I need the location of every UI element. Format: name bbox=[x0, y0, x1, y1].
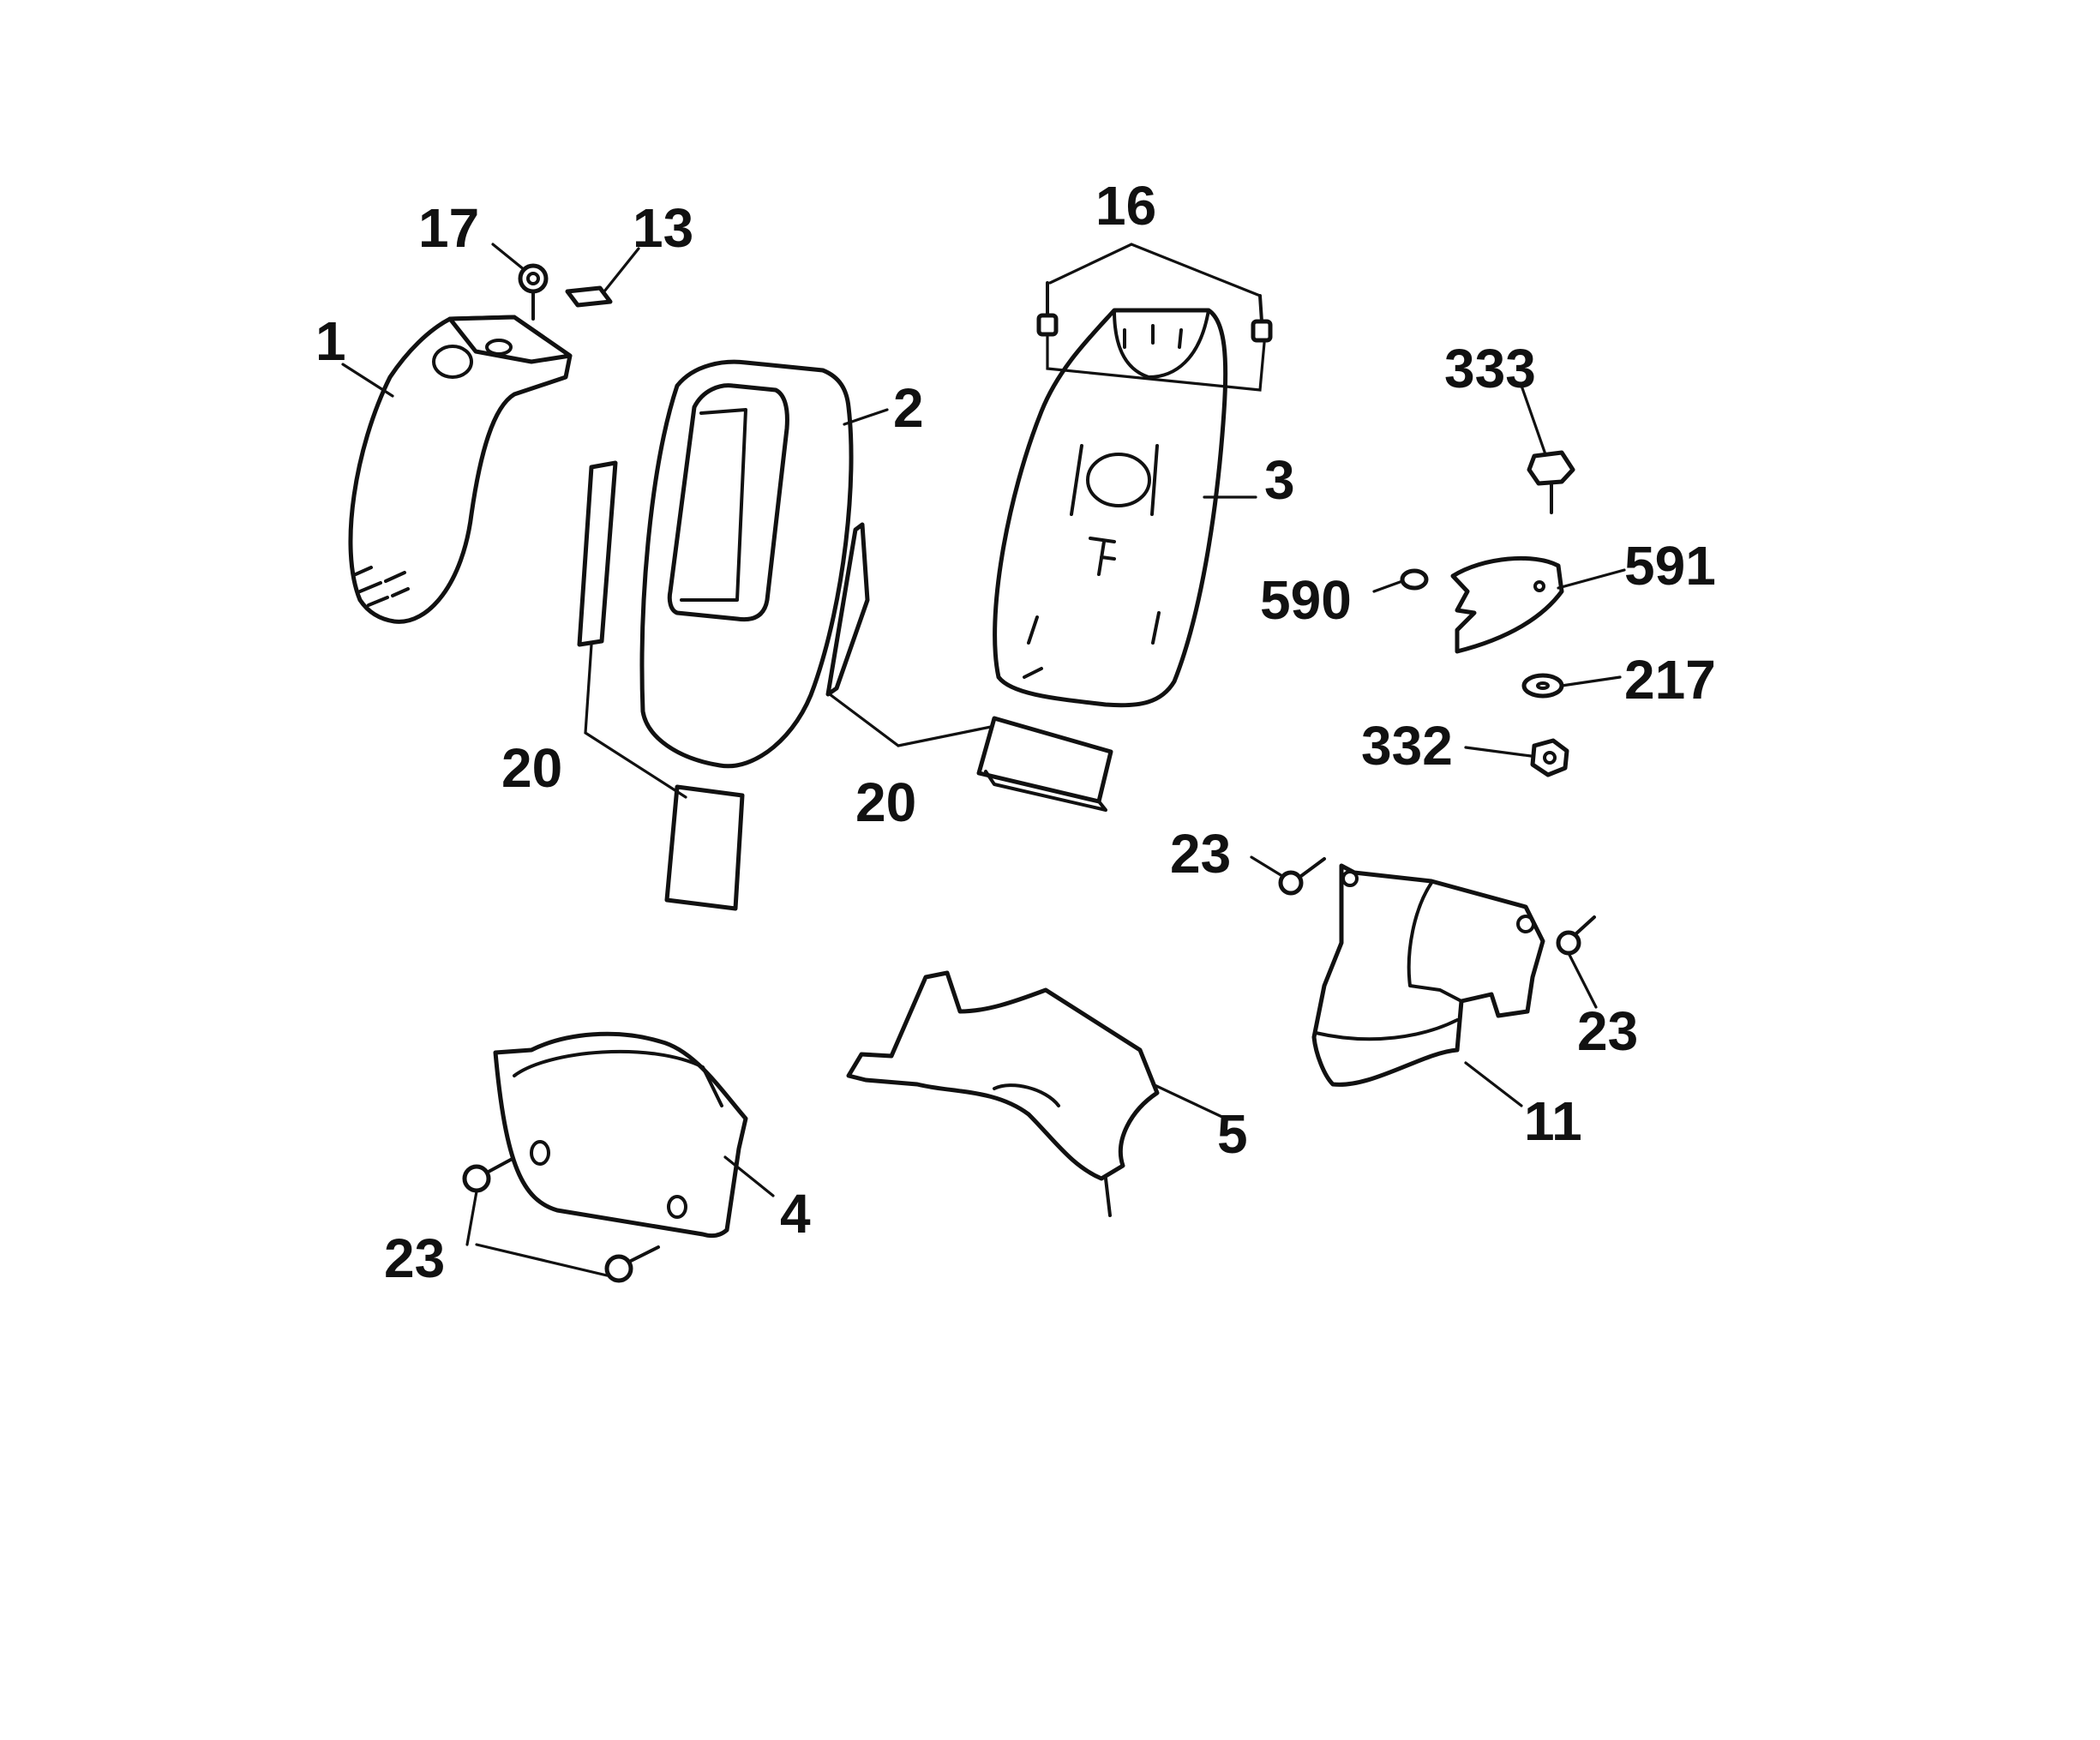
callout-4: 4 bbox=[780, 1183, 811, 1245]
callout-23-right: 23 bbox=[1577, 1000, 1638, 1062]
leader-17 bbox=[491, 243, 526, 272]
part-23-screw-right bbox=[1556, 915, 1596, 956]
callout-332: 332 bbox=[1361, 715, 1453, 777]
part-2-leg-shield bbox=[639, 359, 854, 769]
callout-20-left: 20 bbox=[501, 737, 562, 799]
leader-332 bbox=[1464, 746, 1533, 758]
leader-16 bbox=[1048, 243, 1262, 297]
leader-20b bbox=[828, 693, 993, 747]
leader-2 bbox=[843, 408, 889, 426]
callout-333: 333 bbox=[1444, 338, 1536, 399]
leader-5 bbox=[1151, 1083, 1227, 1120]
part-20-floor-pad-left bbox=[664, 784, 745, 911]
leader-1 bbox=[341, 363, 394, 398]
part-23-screw-lower-2 bbox=[604, 1245, 660, 1283]
callout-17: 17 bbox=[418, 197, 479, 259]
callout-11: 11 bbox=[1524, 1090, 1582, 1152]
callout-23-upper: 23 bbox=[1170, 823, 1231, 885]
part-5-center-cover bbox=[846, 970, 1160, 1217]
leader-4 bbox=[723, 1155, 775, 1197]
leader-590 bbox=[1372, 579, 1404, 593]
part-16-screw-right bbox=[1251, 294, 1273, 343]
leader-23b bbox=[1567, 951, 1598, 1009]
part-20-side-pad-left bbox=[577, 460, 618, 647]
leader-11 bbox=[1464, 1061, 1523, 1107]
part-1-front-fender bbox=[348, 315, 573, 624]
callout-labels: 1 17 13 2 16 3 333 590 591 217 332 20 20… bbox=[315, 175, 1716, 1289]
leader-217 bbox=[1560, 675, 1622, 687]
part-332-nut bbox=[1530, 738, 1569, 777]
part-591-bracket-plate bbox=[1450, 555, 1564, 654]
callout-20-right: 20 bbox=[855, 771, 916, 833]
callout-3: 3 bbox=[1264, 449, 1295, 511]
part-333-bolt bbox=[1527, 450, 1575, 514]
part-16-screw-left bbox=[1036, 281, 1059, 337]
callout-217: 217 bbox=[1624, 649, 1716, 711]
leader-20a bbox=[584, 643, 687, 799]
part-20-floor-pad-right bbox=[976, 716, 1113, 812]
part-17-screw bbox=[518, 263, 549, 321]
part-590-washer bbox=[1400, 568, 1429, 591]
part-20-side-pad-right bbox=[825, 522, 870, 697]
leader-333 bbox=[1520, 384, 1547, 456]
part-4-lower-cover bbox=[493, 1031, 748, 1239]
callout-590: 590 bbox=[1260, 569, 1352, 631]
callout-1: 1 bbox=[315, 310, 346, 372]
callout-591: 591 bbox=[1624, 535, 1716, 597]
leader-23a bbox=[1250, 855, 1284, 878]
leader-lines bbox=[341, 243, 1626, 1277]
part-23-screw-upper-left bbox=[1278, 857, 1326, 896]
callout-2: 2 bbox=[893, 377, 924, 439]
part-11-right-panel bbox=[1311, 863, 1545, 1087]
part-23-screw-lower-1 bbox=[462, 1154, 520, 1193]
callout-16: 16 bbox=[1095, 175, 1156, 237]
callout-13: 13 bbox=[633, 197, 693, 259]
callout-23-lower: 23 bbox=[384, 1227, 445, 1289]
part-3-rear-cover bbox=[993, 308, 1228, 708]
leader-16-bracket bbox=[1046, 335, 1266, 392]
part-217-washer bbox=[1521, 673, 1564, 699]
leader-23c bbox=[465, 1190, 609, 1277]
part-13-label bbox=[565, 285, 613, 308]
leader-591 bbox=[1557, 568, 1626, 590]
leader-13 bbox=[603, 247, 640, 293]
callout-5: 5 bbox=[1217, 1103, 1248, 1165]
